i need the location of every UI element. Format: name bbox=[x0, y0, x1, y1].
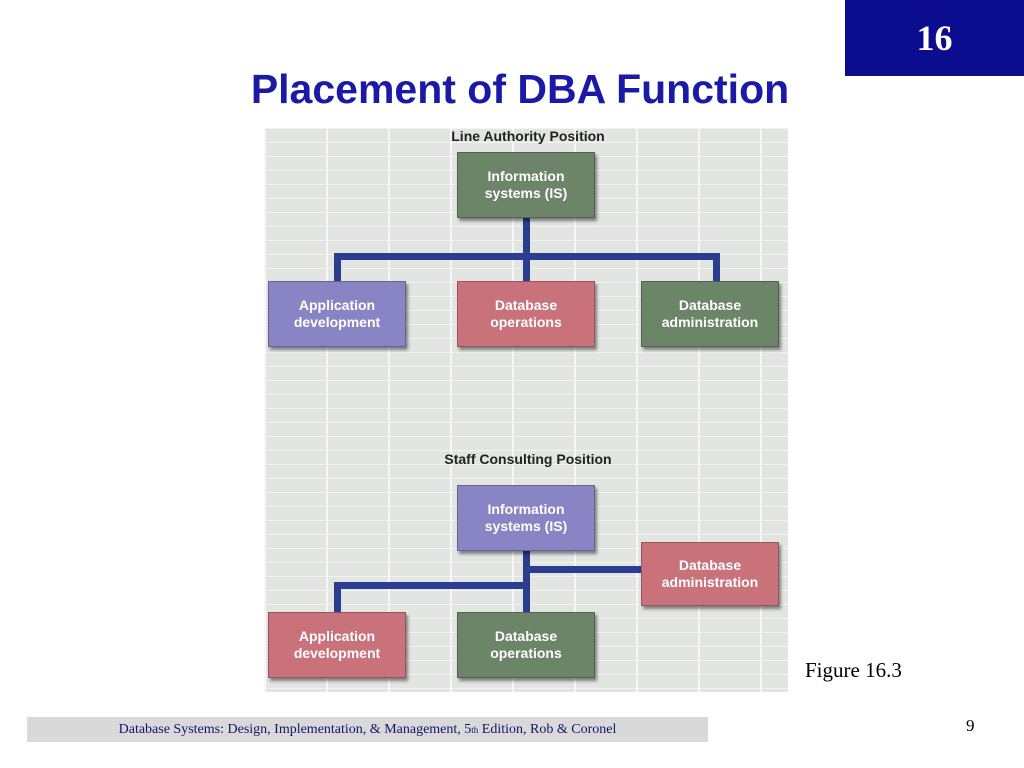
connector bbox=[334, 582, 341, 612]
chapter-number-badge: 16 bbox=[845, 0, 1024, 76]
line-db-ops-box: Database operations bbox=[457, 281, 595, 347]
line-authority-heading: Line Authority Position bbox=[451, 128, 605, 144]
line-is-box: Information systems (IS) bbox=[457, 152, 595, 218]
line-db-admin-box: Database administration bbox=[641, 281, 779, 347]
page-number: 9 bbox=[966, 716, 975, 735]
chapter-number: 16 bbox=[916, 18, 953, 58]
connector bbox=[334, 253, 341, 281]
connector bbox=[713, 253, 720, 281]
line-app-dev-box: Application development bbox=[268, 281, 406, 347]
slide-title: Placement of DBA Function bbox=[250, 66, 790, 112]
footer-sup: th bbox=[471, 724, 479, 735]
footer: Database Systems: Design, Implementation… bbox=[27, 717, 708, 742]
staff-db-admin-box: Database administration bbox=[641, 542, 779, 606]
connector bbox=[523, 566, 641, 573]
figure-caption: Figure 16.3 bbox=[805, 658, 902, 682]
connector bbox=[334, 582, 530, 589]
footer-text-end: Edition, Rob & Coronel bbox=[478, 721, 617, 737]
staff-app-dev-box: Application development bbox=[268, 612, 406, 678]
footer-text: Database Systems: Design, Implementation… bbox=[118, 721, 472, 737]
staff-consulting-heading: Staff Consulting Position bbox=[444, 451, 612, 467]
connector bbox=[523, 253, 530, 281]
connector bbox=[523, 218, 530, 260]
connector bbox=[523, 551, 530, 612]
staff-is-box: Information systems (IS) bbox=[457, 485, 595, 551]
staff-db-ops-box: Database operations bbox=[457, 612, 595, 678]
